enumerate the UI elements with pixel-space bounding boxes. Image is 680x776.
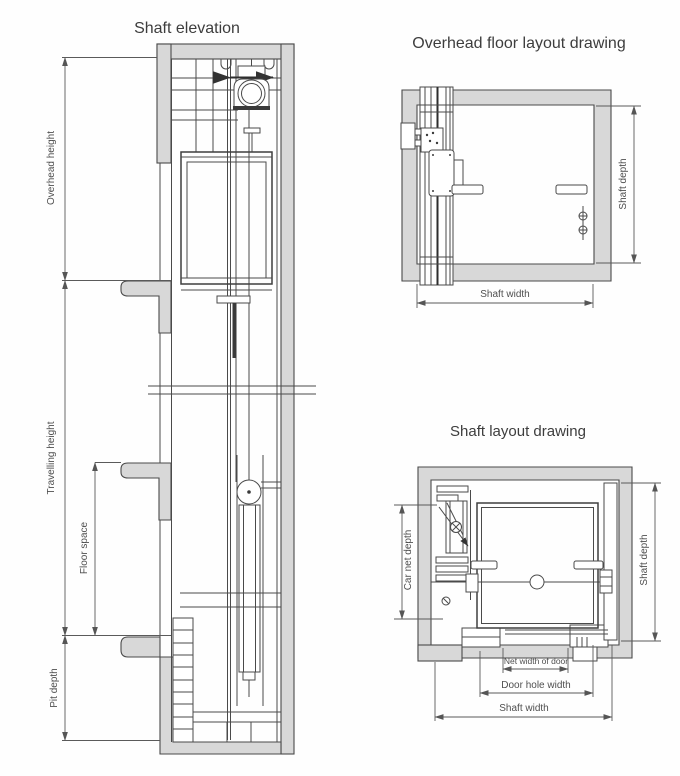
layout-shaft-walls	[417, 466, 633, 659]
floor-space-label: Floor space	[79, 521, 90, 574]
shaft-layout-title: Shaft layout drawing	[450, 423, 586, 440]
right-rail-bracket	[599, 569, 613, 594]
landing-door-header	[180, 592, 281, 608]
right-wall	[280, 43, 295, 755]
floor-slab-lower	[120, 462, 172, 521]
elevation-title: Shaft elevation	[134, 20, 240, 37]
counterweight-body	[238, 504, 261, 673]
pit-floor-structures	[193, 711, 281, 742]
floor-slab-upper	[120, 280, 172, 334]
overhead-rope-holes	[578, 206, 588, 240]
door-hole-width-label: Door hole width	[501, 680, 570, 691]
traction-machine	[212, 59, 274, 152]
overhead-dimensions: Shaft depth Shaft width	[416, 105, 641, 308]
safety-gear-rod	[232, 303, 237, 358]
net-door-width-label: Net width of door	[504, 656, 568, 666]
traction-sheave	[237, 79, 266, 108]
safety-gear-plate	[216, 295, 251, 304]
control-cabinet	[428, 149, 455, 197]
pit-ladder	[172, 617, 194, 743]
car-net-depth-label: Car net depth	[403, 530, 414, 591]
overhead-shaft-depth-label: Shaft depth	[618, 158, 629, 209]
car-frame	[180, 151, 273, 285]
overhead-door-vanes	[451, 184, 588, 195]
pit-depth-label: Pit depth	[49, 668, 60, 707]
elevation-shaft-walls	[120, 43, 295, 755]
car-body	[186, 161, 267, 279]
wall-foot	[417, 644, 463, 662]
counterweight-assembly	[236, 455, 281, 706]
overhead-shaft-walls	[401, 89, 612, 282]
overhead-layout-title: Overhead floor layout drawing	[412, 35, 625, 52]
layout-counterweight	[435, 485, 479, 606]
break-lines	[148, 385, 316, 395]
junction-box	[420, 127, 444, 153]
door-vane-left	[470, 560, 498, 570]
machine-base	[233, 106, 270, 110]
top-slab	[156, 43, 295, 60]
overhead-floor-layout-drawing: Overhead floor layout drawing	[400, 35, 641, 308]
anchor-bolt	[441, 596, 451, 606]
counterweight-frame	[445, 500, 468, 554]
guide-rails-and-ropes	[195, 59, 278, 742]
shaft-elevation-drawing: Shaft elevation	[46, 20, 316, 755]
overhead-height-label: Overhead height	[46, 131, 57, 205]
wall-bracket	[400, 122, 416, 150]
elevation-dimensions: Overhead height Travelling height Floor …	[46, 57, 171, 741]
overhead-guide-rail-column	[419, 86, 454, 286]
layout-door	[462, 629, 608, 662]
left-upper-wall	[156, 43, 172, 164]
layout-shaft-width-label: Shaft width	[499, 703, 548, 714]
door-jamb-block	[572, 646, 598, 662]
door-vane-right	[573, 560, 604, 570]
cabinet-tab	[453, 159, 464, 188]
rail-bracket	[243, 127, 261, 134]
layout-dimensions: Car net depth Shaft depth Net width of d…	[394, 482, 661, 721]
travelling-height-label: Travelling height	[46, 421, 57, 494]
elevator-car	[180, 151, 273, 358]
layout-shaft-depth-label: Shaft depth	[639, 534, 650, 585]
car-center-mark	[529, 574, 545, 590]
pit-slab-lip	[120, 636, 161, 658]
shaft-layout-drawing: Shaft layout drawing	[394, 423, 661, 721]
overhead-shaft-width-label: Shaft width	[480, 289, 529, 300]
right-rail-channel	[603, 482, 618, 641]
machine-bracket	[237, 65, 266, 78]
